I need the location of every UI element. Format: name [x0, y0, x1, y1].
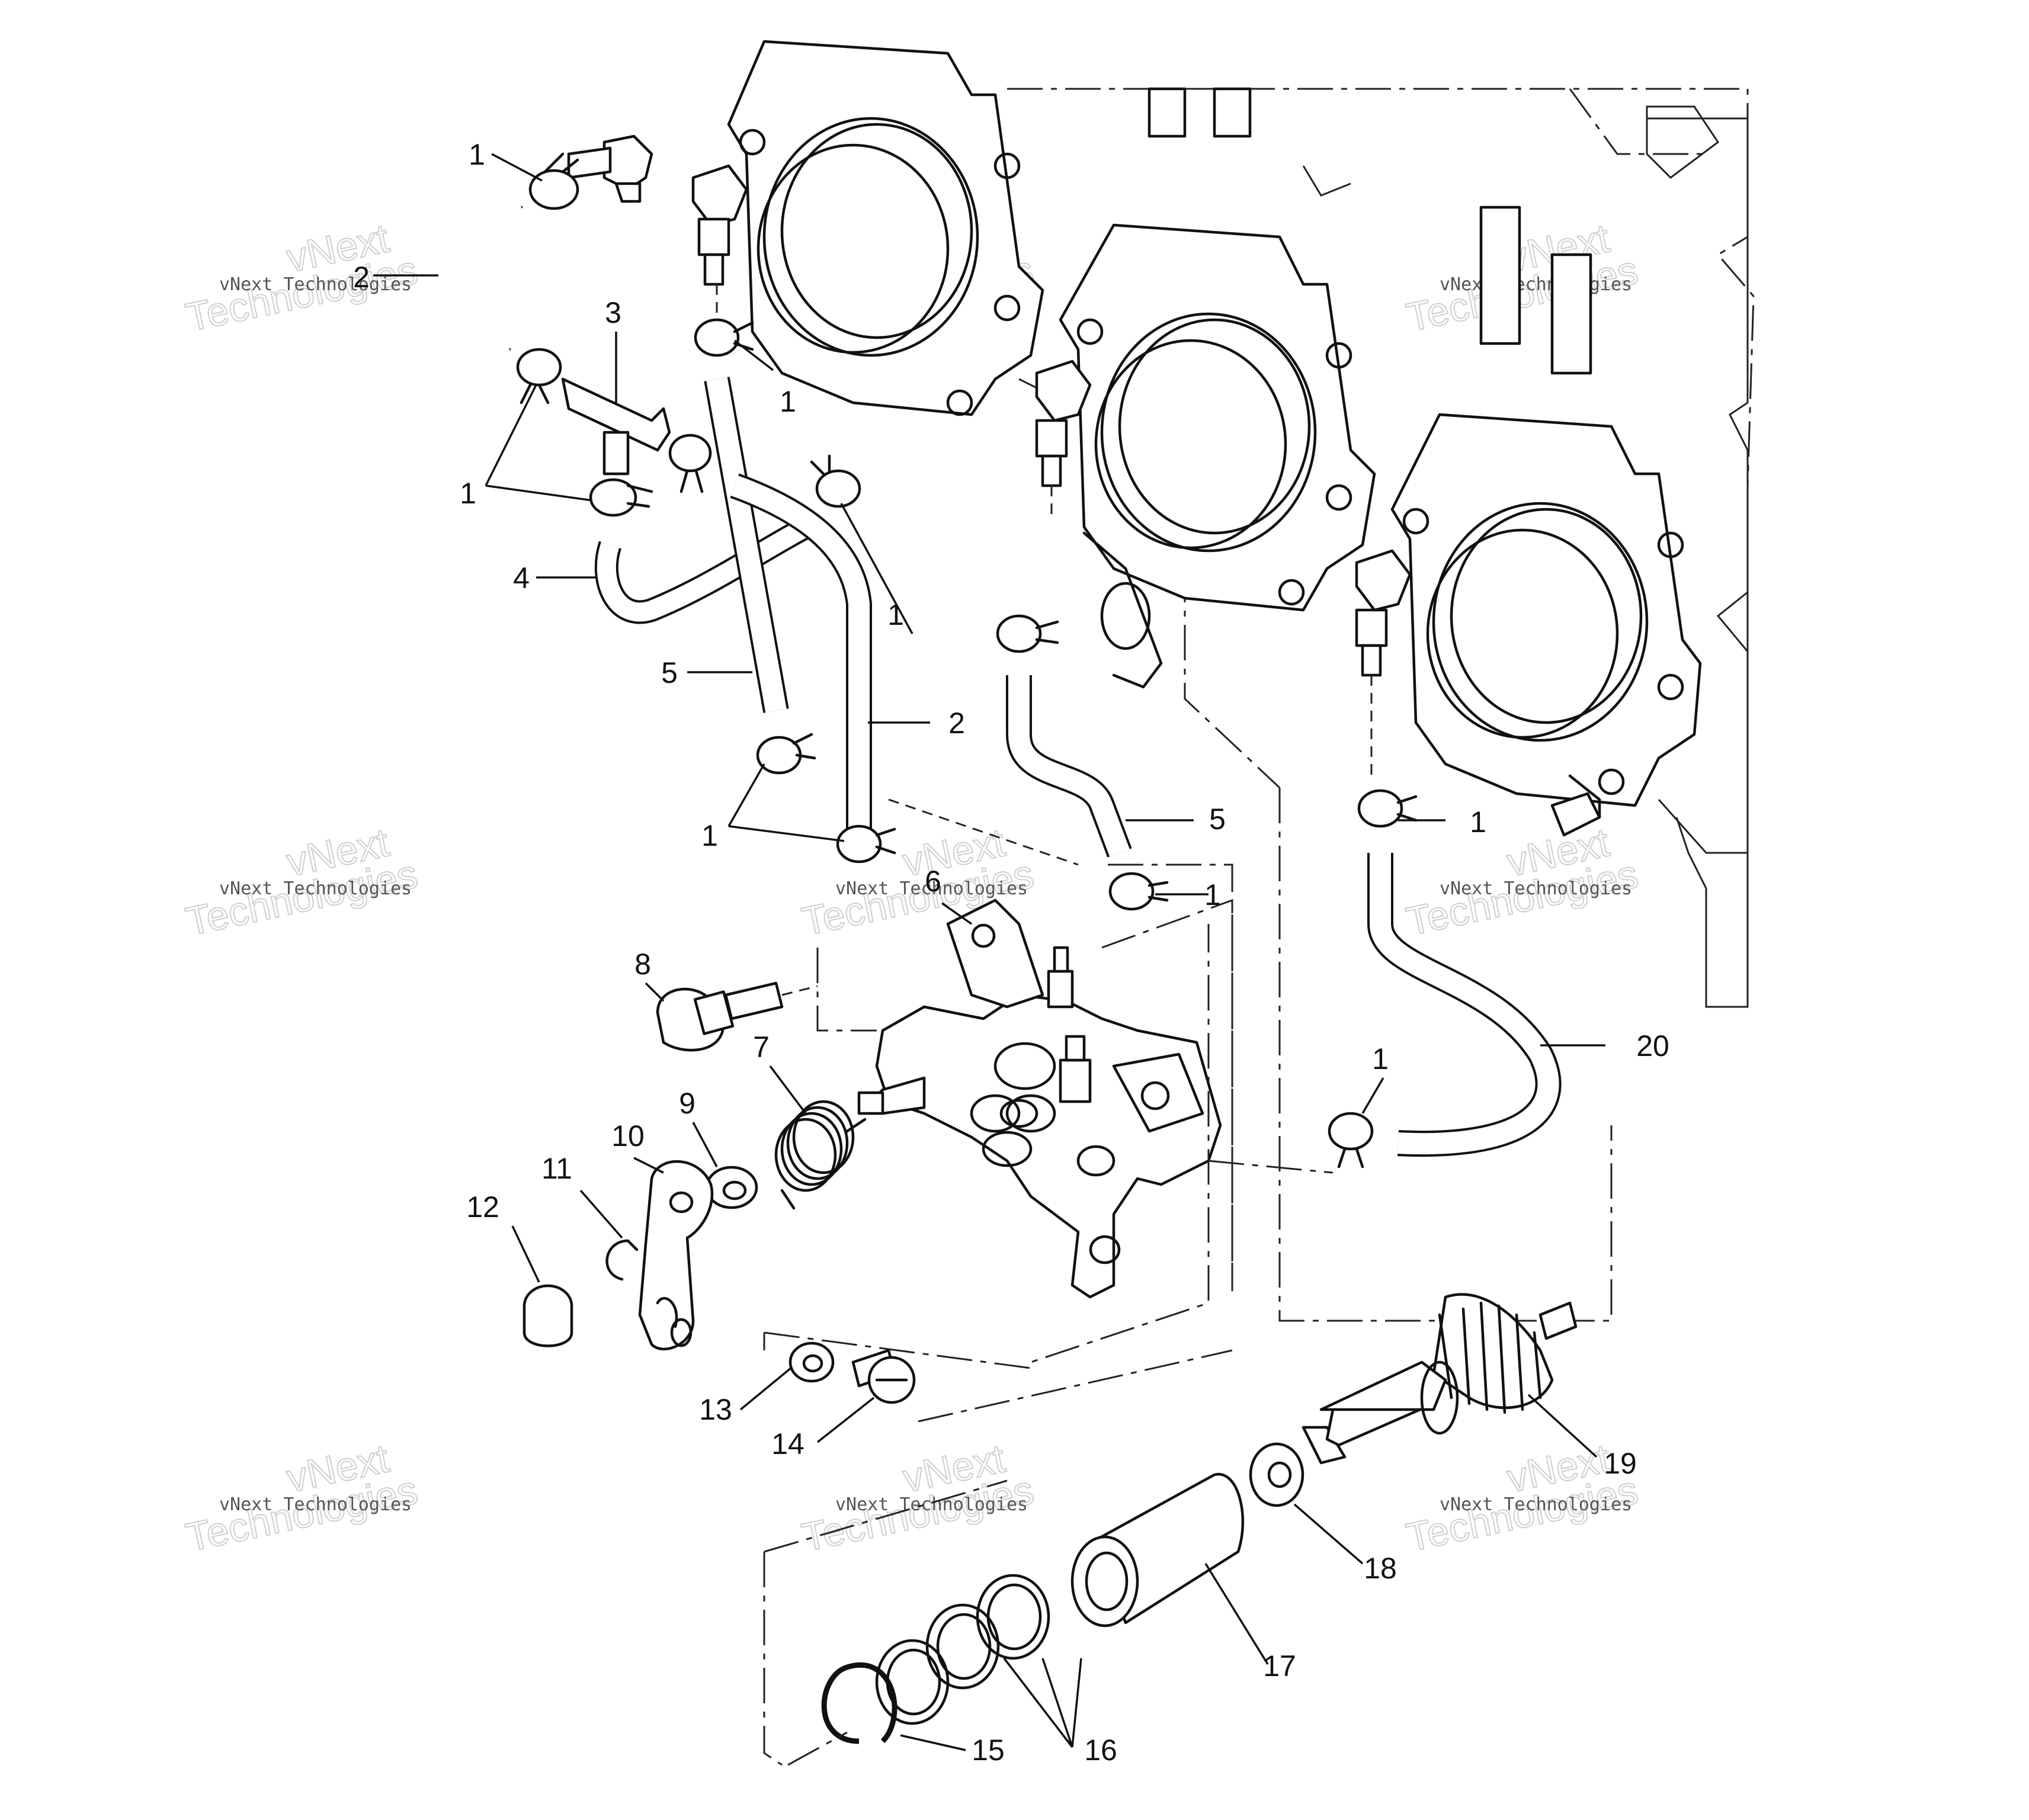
watermark: vNext Technologies vNext Technologies: [181, 819, 422, 945]
watermark-small: vNext Technologies: [835, 1494, 1028, 1515]
shim-16: [925, 1603, 1000, 1690]
callout-17: 17: [1263, 1649, 1296, 1683]
hose-clamp: [1357, 789, 1418, 828]
circlip-15: [821, 1662, 897, 1744]
drive-gear-19: [1302, 1293, 1578, 1465]
callout-10: 10: [611, 1119, 645, 1153]
callout-4: 4: [513, 561, 530, 595]
hose-clamp: [836, 824, 896, 864]
hose-clamp: [694, 318, 754, 357]
bushing-17: [1070, 1472, 1245, 1628]
hose-clamp: [996, 614, 1059, 653]
hose-clamp: [756, 733, 816, 775]
spring-7: [774, 1100, 867, 1210]
callout-1: 1: [887, 598, 904, 631]
callout-7: 7: [753, 1031, 770, 1064]
hose-clamp: [1108, 872, 1169, 911]
flange-fitting-2: [1035, 359, 1092, 521]
watermark-small: vNext Technologies: [219, 274, 412, 295]
nut-12: [523, 1284, 573, 1347]
callout-11: 11: [541, 1152, 572, 1185]
crankcase-stud: [1213, 87, 1252, 138]
screw-14: [851, 1349, 916, 1404]
callout-1: 1: [460, 477, 476, 510]
leader-lines: [373, 153, 1605, 1751]
watermark: vNext Technologies vNext Technologies: [181, 1435, 422, 1561]
intake-flange-2: [1059, 223, 1376, 689]
watermark: vNext Technologies vNext Technologies: [181, 215, 422, 341]
callout-15: 15: [972, 1734, 1005, 1767]
hose-clamp: [810, 454, 861, 508]
callout-20: 20: [1636, 1029, 1669, 1063]
callout-5: 5: [1209, 803, 1226, 836]
callout-9: 9: [679, 1087, 695, 1120]
oil-pump-assembly: [857, 898, 1222, 1299]
callout-18: 18: [1364, 1552, 1397, 1585]
hose-clamp: [668, 434, 712, 493]
crankcase-stud: [1147, 87, 1187, 138]
watermark-small: vNext Technologies: [1440, 274, 1632, 295]
callout-12: 12: [466, 1190, 499, 1224]
plug-8: [656, 981, 818, 1052]
callout-1: 1: [1372, 1042, 1389, 1076]
watermark-small: vNext Technologies: [219, 878, 412, 899]
callout-16: 16: [1084, 1734, 1117, 1767]
hose-20: [1367, 853, 1562, 1157]
watermark-small: vNext Technologies: [1440, 1494, 1632, 1515]
flange-fitting-1: [691, 164, 748, 332]
washer-18: [1249, 1442, 1304, 1507]
washer-9: [705, 1166, 758, 1209]
callout-5: 5: [661, 656, 678, 689]
crankcase-stud: [1479, 206, 1521, 345]
callout-1: 1: [1470, 805, 1486, 839]
crankcase-stud: [1550, 253, 1592, 375]
callout-labels: 1 2 3 1 1 4 1 5 2 1 5 1 1 6 8 7 9 10 11 …: [353, 138, 1669, 1767]
callout-2: 2: [948, 707, 965, 740]
washer-13: [788, 1341, 835, 1383]
flange-fitting-3: [1355, 549, 1412, 782]
intake-flange-3: [1390, 413, 1702, 825]
elbow-fitting: [567, 134, 653, 203]
hose-4: [594, 511, 823, 624]
watermark-small: vNext Technologies: [835, 878, 1028, 899]
callout-1: 1: [780, 385, 796, 418]
watermark-small: vNext Technologies: [219, 1494, 412, 1515]
hose-2-lower: [730, 473, 872, 829]
hose-2-upper: [434, 198, 525, 361]
watermark: vNext Technologies vNext Technologies: [1402, 819, 1642, 945]
tee-fitting-3: [561, 377, 671, 476]
callout-1: 1: [701, 819, 718, 852]
callout-6: 6: [925, 865, 941, 898]
lever-10: [638, 1160, 714, 1351]
watermark: vNext Technologies vNext Technologies: [797, 1435, 1038, 1561]
callout-3: 3: [605, 296, 621, 329]
callout-1: 1: [469, 138, 485, 171]
crankcase-nipple: [1550, 792, 1601, 837]
watermark-small: vNext Technologies: [1440, 878, 1632, 899]
callout-2: 2: [353, 261, 370, 294]
watermarks: vNext Technologies vNext Technologies vN…: [181, 215, 1642, 1561]
callout-13: 13: [699, 1393, 732, 1426]
callout-14: 14: [771, 1427, 804, 1461]
e-clip-11: [605, 1239, 639, 1281]
callout-1: 1: [1204, 878, 1221, 911]
hose-clamp: [589, 478, 653, 517]
callout-19: 19: [1604, 1447, 1637, 1480]
hose-clamp: [1328, 1112, 1374, 1169]
hose-clamp: [516, 348, 562, 405]
hose-5-left: [704, 377, 789, 713]
watermark: vNext Technologies vNext Technologies: [1402, 215, 1642, 341]
hose-5-right: [1006, 675, 1132, 858]
intake-flange-1: [727, 40, 1044, 416]
callout-8: 8: [634, 948, 651, 981]
